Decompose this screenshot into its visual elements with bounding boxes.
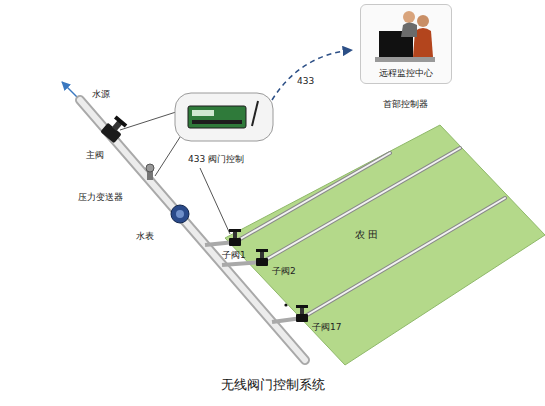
farmland-area: 农 田	[225, 120, 545, 370]
part-label: 433 阀门控制	[188, 154, 244, 165]
part-label: 主阀	[86, 150, 104, 161]
part-label: 水源	[92, 89, 110, 100]
part-label: 首部控制器	[383, 99, 428, 110]
part-label: 子阀1	[222, 250, 246, 261]
leader-line	[200, 168, 230, 234]
figure-caption: 无线阀门控制系统	[0, 376, 545, 394]
signal-wire	[155, 134, 182, 176]
water-meter	[171, 205, 189, 223]
field-shape	[225, 120, 545, 370]
wireless-link	[272, 50, 352, 100]
monitor-center-box: 远程监控中心	[360, 4, 452, 84]
main-valve	[100, 114, 129, 143]
part-label: 433	[296, 76, 315, 87]
part-label: 压力变送器	[78, 192, 123, 203]
part-label: 子阀17	[312, 322, 341, 333]
head-controller	[175, 93, 273, 141]
operator-illustration	[361, 7, 453, 69]
center-label: 远程监控中心	[379, 68, 433, 79]
signal-wire	[120, 112, 176, 130]
part-label: 子阀2	[272, 266, 296, 277]
part-label: 水表	[136, 231, 154, 242]
pressure-transmitter	[146, 164, 154, 180]
field-label: 农 田	[355, 229, 378, 241]
